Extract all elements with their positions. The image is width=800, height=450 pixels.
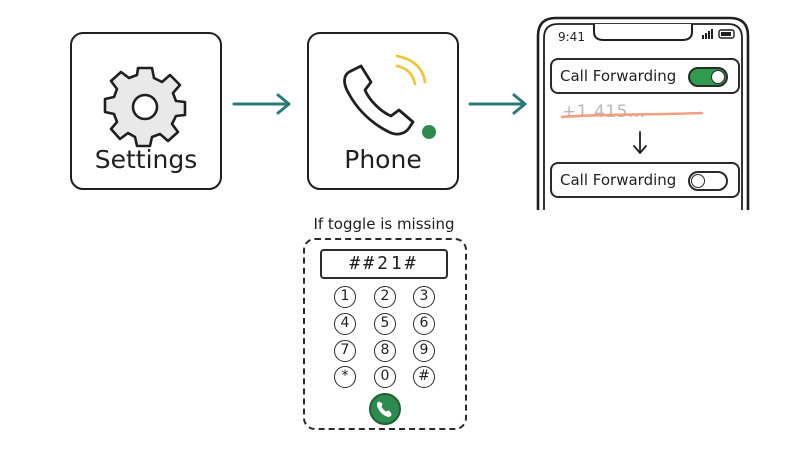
- arrow-right-icon: [232, 93, 291, 115]
- settings-card[interactable]: Settings: [70, 32, 222, 190]
- dial-key[interactable]: 2: [374, 286, 396, 308]
- phone-label: Phone: [344, 145, 422, 174]
- dial-key[interactable]: *: [334, 366, 356, 388]
- dial-key[interactable]: 4: [334, 313, 356, 335]
- dial-key[interactable]: #: [413, 366, 435, 388]
- dial-key[interactable]: 0: [374, 366, 396, 388]
- gear-icon: [103, 66, 187, 148]
- call-forwarding-label: Call Forwarding: [560, 171, 677, 189]
- call-forwarding-label: Call Forwarding: [560, 67, 677, 85]
- dial-key[interactable]: 6: [413, 313, 435, 335]
- dial-key[interactable]: 8: [374, 340, 396, 362]
- dial-key[interactable]: 5: [374, 313, 396, 335]
- dialer-panel: [303, 238, 467, 430]
- dial-key[interactable]: 9: [413, 340, 435, 362]
- fallback-caption: If toggle is missing: [313, 215, 455, 233]
- battery-icon: [718, 29, 735, 39]
- phone-handset-icon: [343, 54, 436, 139]
- call-forwarding-row-on[interactable]: Call Forwarding: [550, 58, 740, 94]
- dial-key[interactable]: 3: [413, 286, 435, 308]
- call-forwarding-toggle-on[interactable]: [688, 67, 728, 87]
- settings-label: Settings: [94, 145, 198, 174]
- signal-icon: [702, 29, 713, 39]
- arrow-down-icon: [633, 131, 647, 154]
- strike-through-line: [560, 111, 704, 119]
- arrow-right-icon: [468, 93, 527, 115]
- dial-key[interactable]: 1: [334, 286, 356, 308]
- phone-handset-icon: [377, 401, 392, 417]
- dial-code-display: ##21#: [320, 249, 448, 279]
- call-forwarding-toggle-off[interactable]: [688, 171, 728, 191]
- dial-key[interactable]: 7: [334, 340, 356, 362]
- phone-mockup: [536, 16, 750, 210]
- phone-app-card[interactable]: Phone: [307, 32, 459, 190]
- call-button[interactable]: [369, 393, 401, 425]
- status-bar-time: 9:41: [558, 30, 585, 44]
- call-forwarding-row-off[interactable]: Call Forwarding: [550, 162, 740, 198]
